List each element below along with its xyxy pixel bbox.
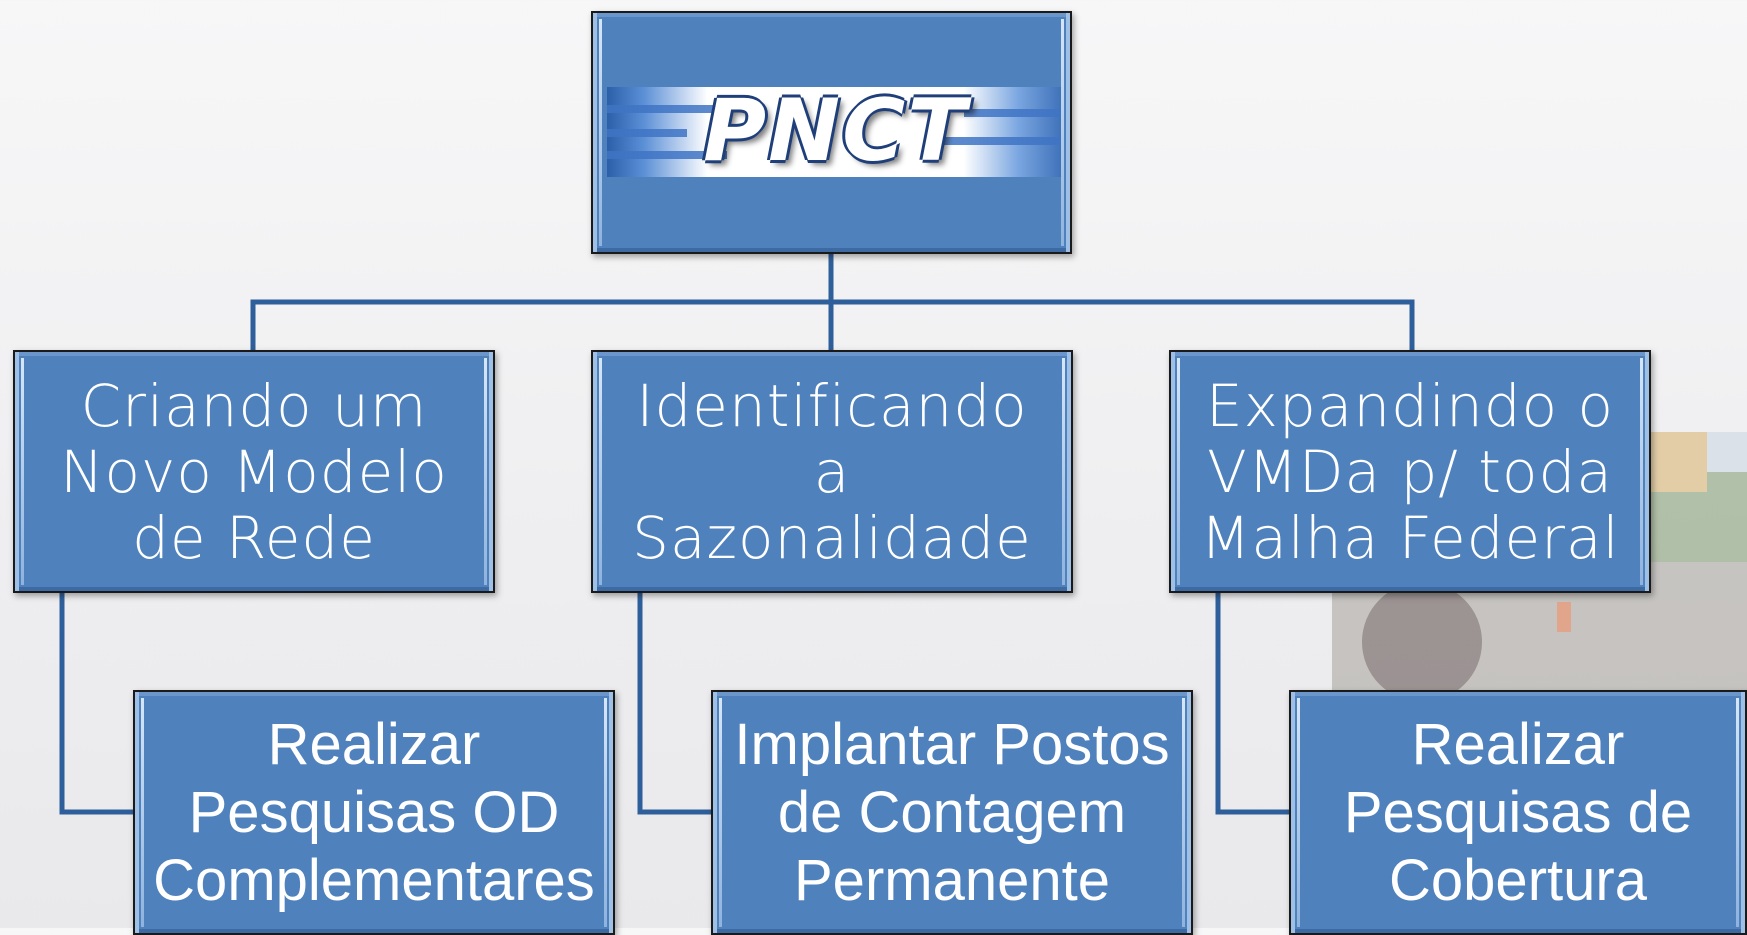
pnct-logo: PNCT: [607, 87, 1064, 177]
child-3-label: Realizar Pesquisas de Cobertura: [1343, 711, 1693, 913]
branch-1-label: Criando um Novo Modelo de Rede: [60, 371, 448, 572]
child-1-label: Realizar Pesquisas OD Complementares: [153, 711, 595, 913]
photo-traffic-cone: [1557, 602, 1571, 632]
logo-streak: [934, 137, 1064, 145]
logo-text: PNCT: [703, 87, 968, 177]
connector-branch-2-child: [637, 589, 715, 815]
branch-2-label: Identificando a Sazonalidade: [632, 371, 1032, 572]
child-node-1: Realizar Pesquisas OD Complementares: [133, 690, 615, 935]
logo-streak: [607, 151, 727, 159]
logo-streak: [607, 129, 687, 137]
connector-branch-3-child: [1215, 589, 1293, 815]
root-node-pnct: PNCT: [591, 11, 1072, 254]
branch-3-label: Expandindo o VMDa p/ toda Malha Federal: [1200, 371, 1620, 572]
branch-node-3: Expandindo o VMDa p/ toda Malha Federal: [1169, 350, 1651, 593]
connector-branch-1-child: [59, 589, 138, 815]
child-node-2: Implantar Postos de Contagem Permanente: [711, 690, 1193, 935]
photo-wheel: [1362, 582, 1482, 690]
child-node-3: Realizar Pesquisas de Cobertura: [1289, 690, 1747, 935]
branch-node-1: Criando um Novo Modelo de Rede: [13, 350, 495, 593]
branch-node-2: Identificando a Sazonalidade: [591, 350, 1073, 593]
child-2-label: Implantar Postos de Contagem Permanente: [734, 711, 1170, 913]
logo-streak: [607, 105, 717, 113]
logo-streak: [964, 109, 1064, 117]
